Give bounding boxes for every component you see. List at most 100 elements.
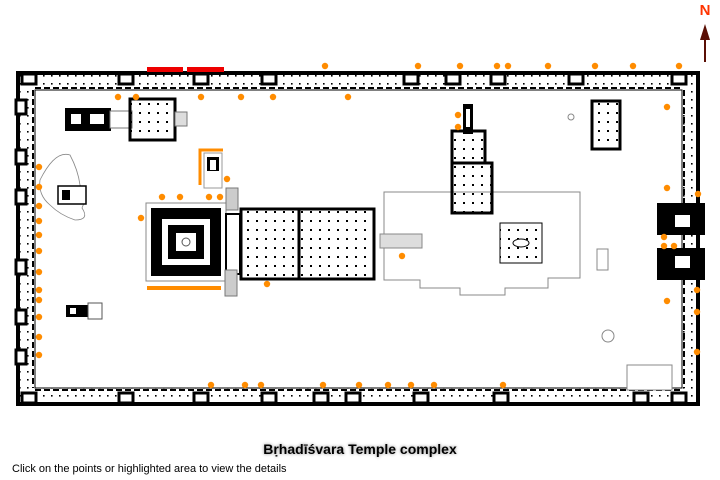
temple-plan-map — [14, 62, 705, 406]
highlight-chandesvara-shrine[interactable] — [198, 148, 223, 185]
bastion — [412, 391, 430, 405]
bastion — [344, 391, 362, 405]
map-point-marker[interactable] — [197, 93, 205, 101]
bastion — [14, 308, 28, 326]
map-point-marker[interactable] — [269, 93, 277, 101]
bastion — [632, 391, 650, 405]
map-point-marker[interactable] — [35, 268, 43, 276]
map-point-marker[interactable] — [660, 242, 668, 250]
map-point-marker[interactable] — [319, 381, 327, 389]
map-point-marker[interactable] — [344, 93, 352, 101]
bastion — [117, 391, 135, 405]
bastion — [260, 391, 278, 405]
bastion — [20, 72, 38, 86]
map-point-marker[interactable] — [321, 62, 329, 70]
map-point-marker[interactable] — [675, 62, 683, 70]
map-point-marker[interactable] — [355, 381, 363, 389]
map-point-marker[interactable] — [35, 333, 43, 341]
highlight-north-gate-east[interactable] — [187, 67, 224, 72]
map-point-marker[interactable] — [454, 111, 462, 119]
highlight-north-gate-west[interactable] — [147, 67, 183, 72]
map-point-marker[interactable] — [205, 193, 213, 201]
map-point-marker[interactable] — [35, 286, 43, 294]
bastion — [14, 188, 28, 206]
map-point-marker[interactable] — [216, 193, 224, 201]
map-point-marker[interactable] — [237, 93, 245, 101]
map-point-marker[interactable] — [663, 184, 671, 192]
map-point-marker[interactable] — [414, 62, 422, 70]
bastion — [14, 148, 28, 166]
northwest-shrine — [65, 97, 188, 142]
map-point-marker[interactable] — [137, 214, 145, 222]
map-point-marker[interactable] — [544, 62, 552, 70]
map-point-marker[interactable] — [693, 308, 701, 316]
map-point-marker[interactable] — [35, 217, 43, 225]
east-gopurams — [657, 203, 705, 280]
bastion — [20, 391, 38, 405]
bastion — [402, 72, 420, 86]
map-point-marker[interactable] — [158, 193, 166, 201]
bastion — [489, 72, 507, 86]
bastion — [670, 72, 688, 86]
map-point-marker[interactable] — [430, 381, 438, 389]
map-point-marker[interactable] — [663, 103, 671, 111]
map-point-marker[interactable] — [694, 190, 702, 198]
bastion — [312, 391, 330, 405]
map-point-marker[interactable] — [176, 193, 184, 201]
map-point-marker[interactable] — [629, 62, 637, 70]
bastion — [192, 72, 210, 86]
map-point-marker[interactable] — [663, 297, 671, 305]
southwest-shrine — [66, 302, 103, 320]
north-arrow-icon — [700, 24, 710, 62]
bastion — [492, 391, 510, 405]
bastion — [192, 391, 210, 405]
map-point-marker[interactable] — [670, 242, 678, 250]
map-point-marker[interactable] — [591, 62, 599, 70]
map-point-marker[interactable] — [241, 381, 249, 389]
map-point-marker[interactable] — [35, 231, 43, 239]
nandi-courtyard — [379, 191, 609, 296]
map-point-marker[interactable] — [493, 62, 501, 70]
map-point-marker[interactable] — [223, 175, 231, 183]
map-point-marker[interactable] — [132, 93, 140, 101]
wall-bastions — [14, 72, 688, 405]
map-point-marker[interactable] — [398, 252, 406, 260]
map-point-marker[interactable] — [114, 93, 122, 101]
bastion — [567, 72, 585, 86]
map-point-marker[interactable] — [35, 183, 43, 191]
bastion — [444, 72, 462, 86]
west-shrine — [39, 153, 87, 221]
map-point-marker[interactable] — [35, 351, 43, 359]
map-point-marker[interactable] — [504, 62, 512, 70]
map-point-marker[interactable] — [407, 381, 415, 389]
map-point-marker[interactable] — [456, 62, 464, 70]
bastion — [14, 348, 28, 366]
map-point-marker[interactable] — [35, 296, 43, 304]
map-point-marker[interactable] — [454, 123, 462, 131]
north-shrine — [450, 104, 494, 215]
bastion — [260, 72, 278, 86]
map-point-marker[interactable] — [35, 202, 43, 210]
map-point-marker[interactable] — [257, 381, 265, 389]
map-point-marker[interactable] — [499, 381, 507, 389]
map-title: Bṛhadīśvara Temple complex — [263, 441, 457, 457]
north-label: N — [699, 2, 711, 19]
highlight-main-temple-south[interactable] — [147, 286, 221, 290]
map-point-marker[interactable] — [35, 163, 43, 171]
map-point-marker[interactable] — [263, 280, 271, 288]
bastion — [14, 258, 28, 276]
map-point-marker[interactable] — [35, 313, 43, 321]
map-point-marker[interactable] — [384, 381, 392, 389]
map-point-marker[interactable] — [660, 233, 668, 241]
map-point-marker[interactable] — [693, 348, 701, 356]
north-indicator: N — [697, 2, 713, 62]
northeast-shrine — [567, 99, 673, 391]
bastion — [14, 98, 28, 116]
map-point-marker[interactable] — [693, 286, 701, 294]
marker-points — [35, 62, 702, 389]
map-point-marker[interactable] — [35, 247, 43, 255]
map-instruction: Click on the points or highlighted area … — [12, 463, 287, 475]
map-point-marker[interactable] — [207, 381, 215, 389]
main-temple — [145, 152, 376, 297]
bastion — [117, 72, 135, 86]
